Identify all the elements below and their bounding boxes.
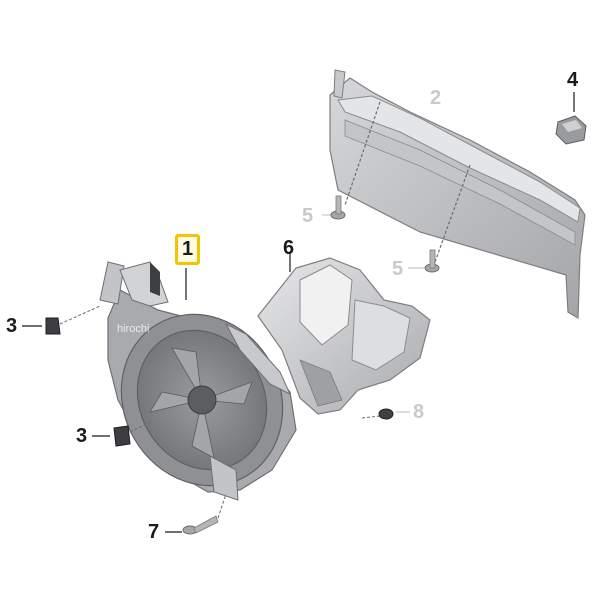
callout-label-5-upper: 5 xyxy=(302,205,314,227)
callout-label-6: 6 xyxy=(283,237,295,259)
callout-label-4: 4 xyxy=(567,69,579,91)
panel-part-2 xyxy=(329,69,586,320)
callout-label-8: 8 xyxy=(413,401,425,423)
air-duct-part-6 xyxy=(257,257,431,415)
watermark: hirochi xyxy=(117,323,150,335)
screw-part-3-lower xyxy=(92,421,151,447)
callout-label-3-lower: 3 xyxy=(76,425,88,447)
callout-label-5-lower: 5 xyxy=(392,258,404,280)
clip-part-8 xyxy=(361,408,410,420)
screw-part-7 xyxy=(165,493,227,535)
fan-shroud-part-1 xyxy=(99,261,297,501)
callout-label-1: 1 xyxy=(175,234,201,265)
screw-part-5-lower xyxy=(408,249,440,273)
screw-part-3-upper xyxy=(22,305,101,335)
callout-label-7: 7 xyxy=(148,521,160,543)
callout-label-2: 2 xyxy=(430,87,442,109)
screw-part-5-upper xyxy=(322,195,346,220)
callout-label-3-upper: 3 xyxy=(6,315,18,337)
clip-part-4 xyxy=(555,115,587,145)
